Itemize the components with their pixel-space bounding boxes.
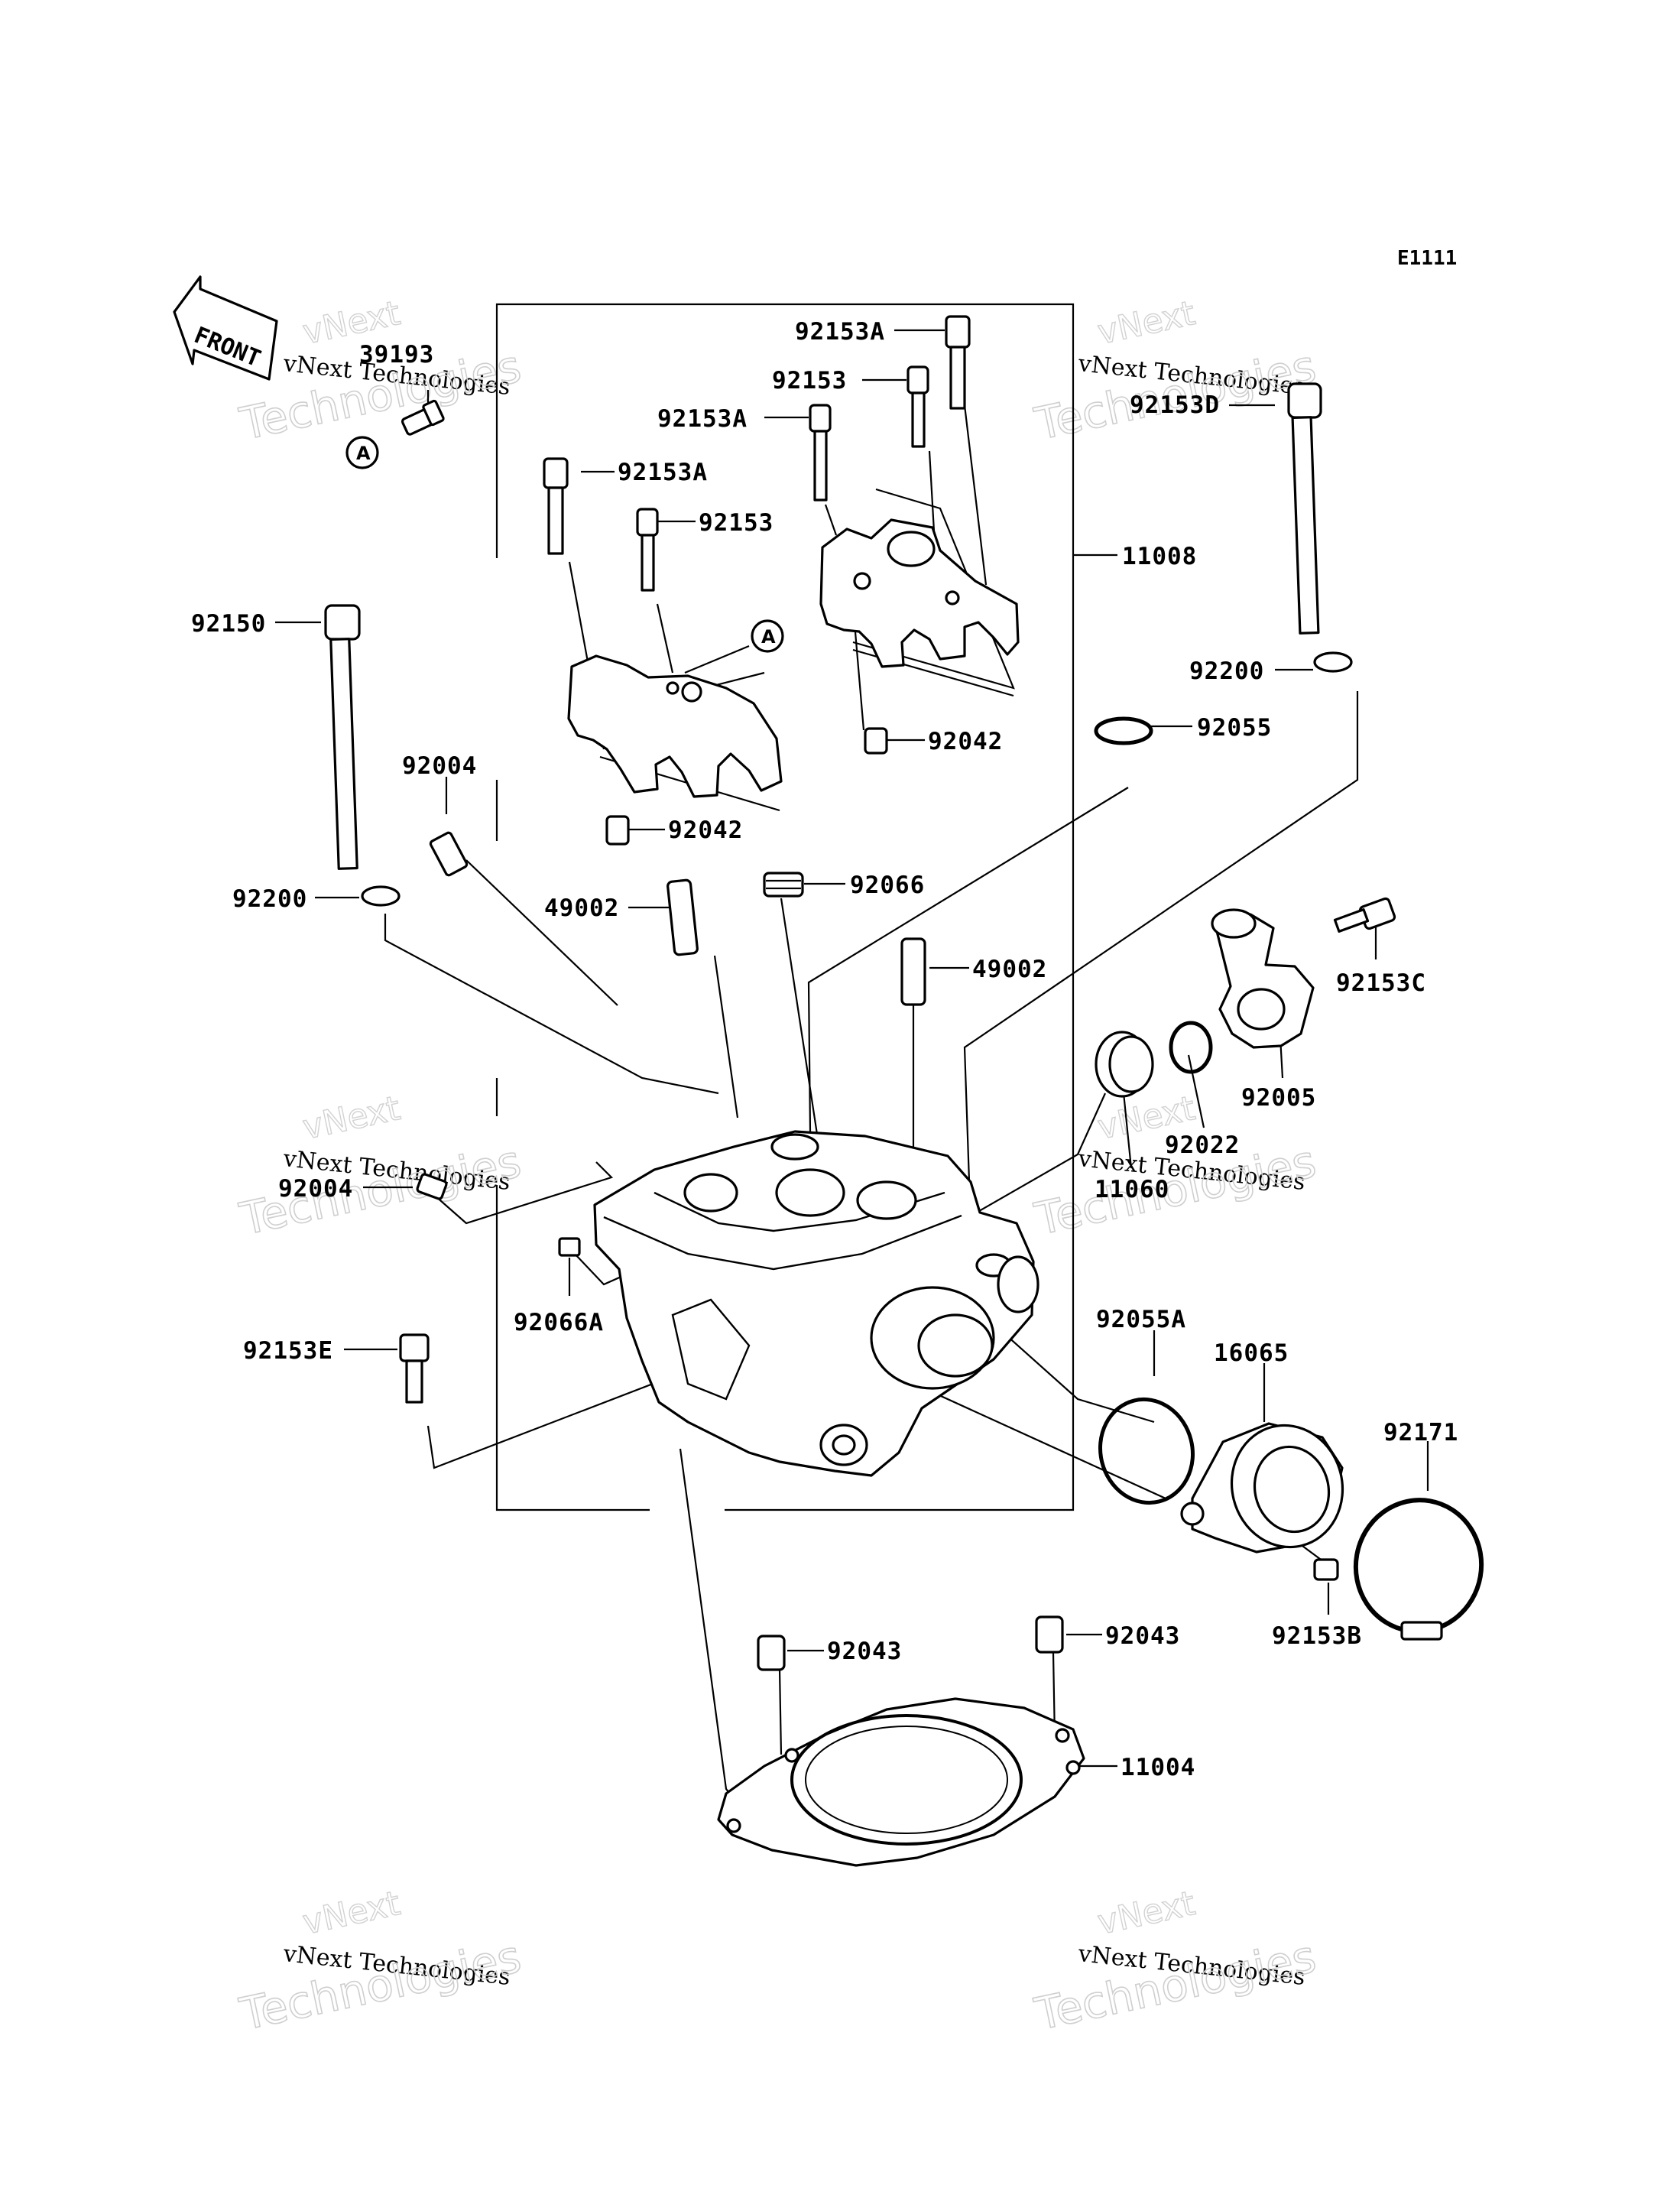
part-label: 92153 (772, 367, 847, 394)
bolt-92153a-left (543, 457, 569, 555)
bolt-92150 (324, 604, 361, 870)
part-label: 92055 (1197, 714, 1272, 742)
cylinder-head (593, 1130, 1039, 1477)
part-label: 92066A (514, 1309, 604, 1336)
part-label: 11008 (1122, 543, 1197, 570)
part-label: 92200 (232, 885, 307, 913)
reference-marker-a-icon: A (751, 619, 784, 653)
part-label: 92153D (1130, 391, 1220, 419)
water-fitting-92005 (1211, 908, 1315, 1049)
watermark-text: vNext (1095, 294, 1198, 352)
washer-92200-right (1313, 651, 1353, 673)
bolt-92153a-mid (809, 404, 832, 502)
watermark-text: Technologies (1030, 1930, 1321, 2041)
o-ring-92055 (1094, 716, 1153, 745)
part-label: 92200 (1189, 657, 1264, 685)
stud-92004-mid (416, 1173, 448, 1200)
bolt-92153e (399, 1333, 430, 1404)
clamp-92171 (1353, 1498, 1484, 1641)
part-label: 92004 (402, 752, 477, 780)
part-label: 92022 (1165, 1131, 1240, 1159)
o-ring-92022 (1169, 1021, 1213, 1074)
part-label: 92153A (795, 318, 885, 346)
watermark-bottom-left: vNext vNext Technologies Technologies (235, 1883, 526, 2041)
camshaft-cap-left (567, 654, 783, 798)
part-labels: 39193 92153A 92153 92153A 92153A 92153 9… (191, 318, 1458, 1781)
part-label: 92171 (1383, 1419, 1458, 1446)
dowel-92043-right (1035, 1615, 1064, 1654)
part-label: 92153E (243, 1337, 333, 1365)
reference-marker-a-icon: A (345, 436, 379, 469)
part-label: 49002 (544, 894, 619, 922)
part-label: 92153B (1272, 1622, 1362, 1650)
plug-92066 (763, 872, 804, 898)
camshaft-cap-right (819, 518, 1020, 668)
leader-lines (275, 329, 1429, 1836)
intake-holder-16065 (1180, 1422, 1344, 1554)
washer-92200-left (361, 885, 401, 907)
part-label: 92153A (657, 405, 748, 433)
bolt-92153-top (906, 365, 929, 448)
part-label: 11004 (1121, 1754, 1195, 1781)
bolt-92153-left (636, 508, 659, 592)
valve-guide-49002-right (900, 937, 926, 1006)
dowel-92043-left (757, 1635, 786, 1671)
valve-guide-49002-left (666, 878, 699, 956)
front-arrow-icon: FRONT (173, 275, 278, 381)
o-ring-92055a (1098, 1397, 1195, 1505)
part-label: 92153 (699, 509, 774, 537)
seal-11060 (1095, 1031, 1154, 1098)
diagram-code: E1111 (1397, 247, 1457, 270)
watermark-top-left: vNext vNext Technologies Technologies (235, 293, 526, 450)
watermark-text: vNext (300, 1089, 404, 1148)
bolt-92153b (1313, 1558, 1339, 1581)
watermark-text: vNext (300, 1884, 404, 1943)
part-label: 92043 (827, 1638, 902, 1665)
assembly-box (495, 303, 1117, 1511)
reference-marker-label: A (761, 626, 776, 648)
part-label: 92042 (668, 817, 743, 844)
bolt-92153a-top (945, 315, 971, 410)
part-label: 92153C (1336, 969, 1426, 997)
part-label: 92055A (1096, 1306, 1186, 1333)
reference-marker-label: A (356, 443, 371, 464)
part-label: 11060 (1095, 1176, 1169, 1203)
part-label: 92066 (850, 872, 925, 899)
part-label: 16065 (1214, 1339, 1289, 1367)
watermark-text: Technologies (235, 1930, 526, 2041)
part-label: 92042 (928, 728, 1003, 755)
parts: A A (324, 315, 1484, 1867)
watermark-text: vNext (1095, 1884, 1198, 1943)
part-label: 92043 (1105, 1622, 1180, 1650)
part-label: 92153A (618, 459, 708, 486)
part-label: 92005 (1241, 1084, 1316, 1112)
dowel-92042-left (605, 815, 630, 846)
watermark-mid-left: vNext vNext Technologies Technologies (235, 1088, 526, 1245)
bolt-92153d (1287, 382, 1322, 635)
stud-92004-top (429, 831, 469, 877)
part-label: 39193 (359, 341, 434, 368)
plug-92066a (558, 1237, 581, 1257)
bolt-39193 (401, 399, 445, 436)
part-label: 92004 (278, 1175, 353, 1203)
watermark-bottom-right: vNext vNext Technologies Technologies (1030, 1883, 1321, 2041)
part-label: 49002 (972, 956, 1047, 983)
head-gasket-11004 (717, 1697, 1085, 1867)
part-label: 92150 (191, 610, 266, 638)
dowel-92042-right (864, 727, 888, 755)
bolt-92153c (1333, 897, 1396, 933)
